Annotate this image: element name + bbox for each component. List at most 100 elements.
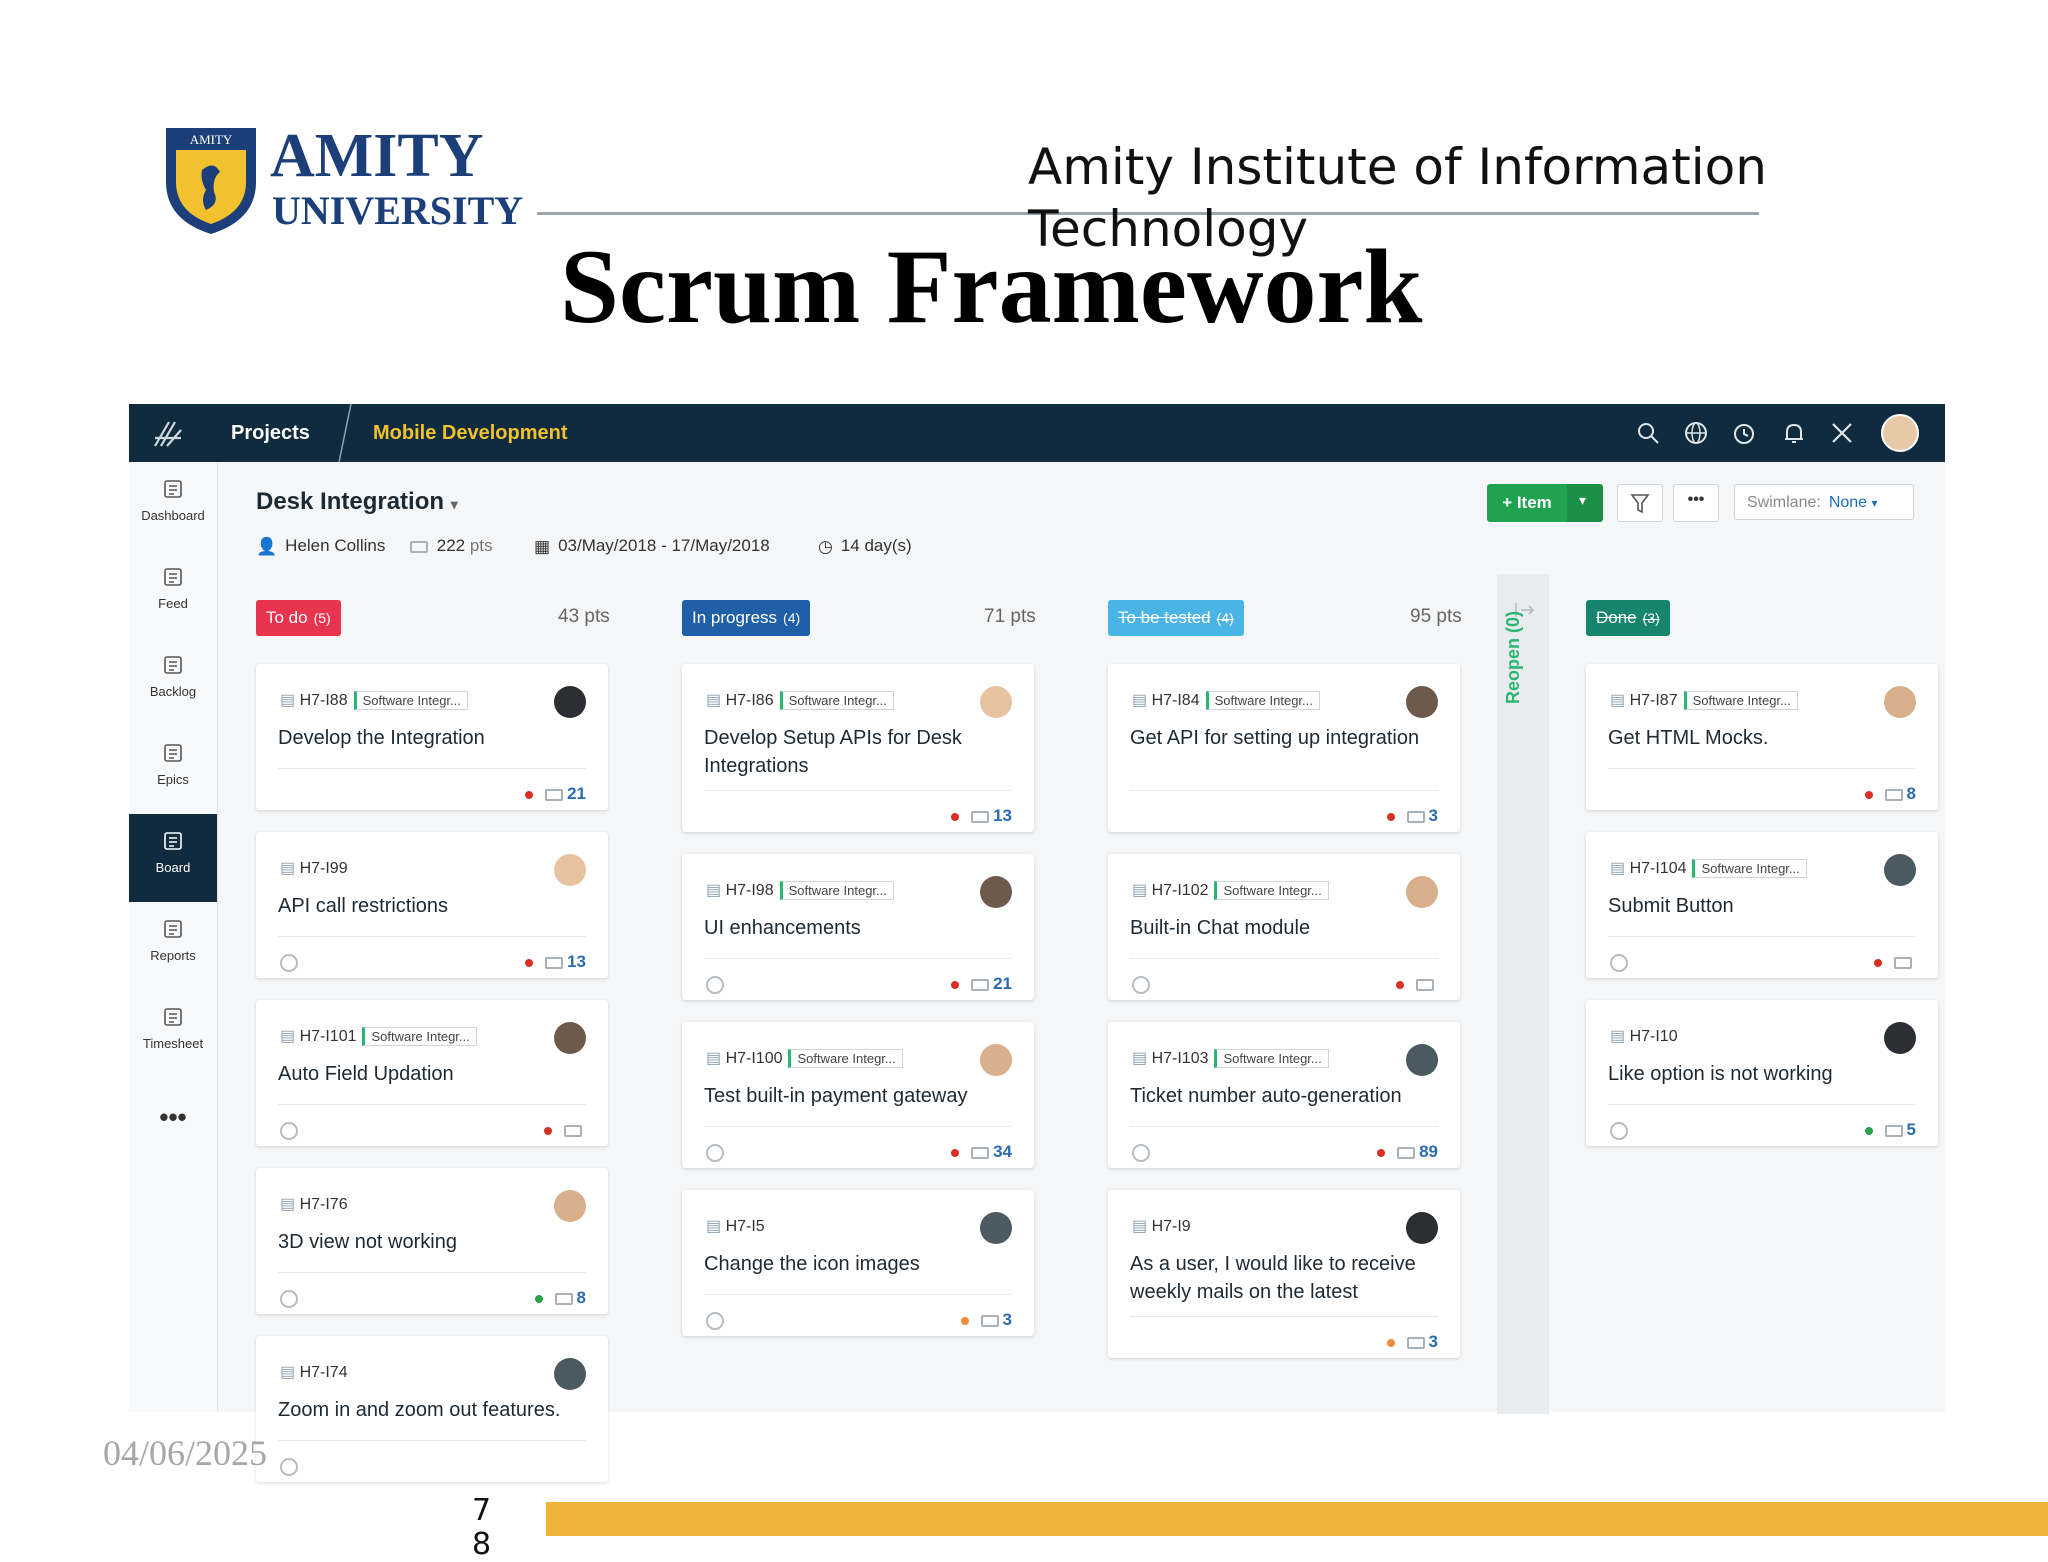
task-id[interactable]: H7-I88 [299, 692, 348, 709]
column-header-todo[interactable]: To do(5) [256, 600, 341, 636]
task-title[interactable]: UI enhancements [704, 917, 861, 939]
assignee-avatar[interactable] [554, 1190, 586, 1222]
task-tag[interactable]: Software Integr... [1205, 691, 1320, 711]
task-title[interactable]: 3D view not working [278, 1231, 457, 1253]
globe-icon[interactable] [1683, 420, 1709, 446]
reopen-lane[interactable] [1497, 574, 1549, 1414]
sidebar-item-timesheet[interactable]: Timesheet [129, 990, 217, 1078]
task-id[interactable]: H7-I101 [299, 1028, 357, 1045]
task-id[interactable]: H7-I102 [1151, 882, 1209, 899]
breadcrumb-project[interactable]: Mobile Development [373, 422, 568, 444]
task-tag[interactable]: Software Integr... [362, 1027, 477, 1047]
task-id[interactable]: H7-I10 [1629, 1028, 1678, 1045]
task-title[interactable]: Submit Button [1608, 895, 1734, 917]
assignee-avatar[interactable] [1884, 686, 1916, 718]
task-tag[interactable]: Software Integr... [779, 881, 894, 901]
task-id[interactable]: H7-I87 [1629, 692, 1678, 709]
assignee-avatar[interactable] [1884, 1022, 1916, 1054]
sidebar-item-feed[interactable]: Feed [129, 550, 217, 638]
app-logo-icon[interactable] [151, 416, 187, 452]
timer-icon[interactable] [1731, 420, 1757, 446]
sidebar-item-dashboard[interactable]: Dashboard [129, 462, 217, 550]
swimlane-select[interactable]: Swimlane:None ▾ [1734, 484, 1914, 520]
assignee-avatar[interactable] [1406, 876, 1438, 908]
task-tag[interactable]: Software Integr... [1214, 1049, 1329, 1069]
sidebar-more-button[interactable]: ••• [159, 1102, 187, 1132]
task-title[interactable]: Like option is not working [1608, 1063, 1833, 1085]
tools-icon[interactable] [1829, 420, 1855, 446]
task-title[interactable]: Zoom in and zoom out features. [278, 1399, 561, 1421]
task-tag[interactable]: Software Integr... [788, 1049, 903, 1069]
sidebar-item-epics[interactable]: Epics [129, 726, 217, 814]
timer-icon[interactable] [706, 1312, 724, 1330]
assignee-avatar[interactable] [980, 686, 1012, 718]
assignee-avatar[interactable] [1406, 686, 1438, 718]
task-id[interactable]: H7-I98 [725, 882, 774, 899]
timer-icon[interactable] [1132, 976, 1150, 994]
column-header-progress[interactable]: In progress(4) [682, 600, 811, 636]
timer-icon[interactable] [1610, 1122, 1628, 1140]
chevron-down-icon[interactable]: ▾ [450, 496, 458, 512]
filter-button[interactable] [1617, 484, 1663, 522]
add-item-dropdown[interactable]: ▾ [1567, 484, 1603, 522]
task-id[interactable]: H7-I99 [299, 860, 348, 877]
task-tag[interactable]: Software Integr... [1692, 859, 1807, 879]
timer-icon[interactable] [1610, 954, 1628, 972]
task-title[interactable]: Get HTML Mocks. [1608, 727, 1769, 749]
assignee-avatar[interactable] [554, 1022, 586, 1054]
task-title[interactable]: Develop Setup APIs for Desk Integrations [704, 727, 962, 777]
assignee-avatar[interactable] [554, 1358, 586, 1390]
timer-icon[interactable] [1132, 1144, 1150, 1162]
assignee-avatar[interactable] [1406, 1044, 1438, 1076]
assignee-avatar[interactable] [554, 686, 586, 718]
sidebar-item-board[interactable]: Board [129, 814, 217, 902]
task-title[interactable]: Ticket number auto-generation [1130, 1085, 1402, 1107]
task-id[interactable]: H7-I86 [725, 692, 774, 709]
task-tag[interactable]: Software Integr... [1214, 881, 1329, 901]
assignee-avatar[interactable] [980, 1044, 1012, 1076]
task-id[interactable]: H7-I103 [1151, 1050, 1209, 1067]
timer-icon[interactable] [706, 1144, 724, 1162]
task-title[interactable]: Test built-in payment gateway [704, 1085, 968, 1107]
task-id[interactable]: H7-I76 [299, 1196, 348, 1213]
timer-icon[interactable] [706, 976, 724, 994]
column-header-done[interactable]: Done(3) [1586, 600, 1670, 636]
assignee-avatar[interactable] [1406, 1212, 1438, 1244]
sidebar-item-reports[interactable]: Reports [129, 902, 217, 990]
task-tag[interactable]: Software Integr... [1683, 691, 1798, 711]
projects-link[interactable]: Projects [231, 422, 310, 444]
assignee-avatar[interactable] [1884, 854, 1916, 886]
more-button[interactable]: ••• [1673, 484, 1719, 522]
task-id[interactable]: H7-I104 [1629, 860, 1687, 877]
task-id[interactable]: H7-I5 [725, 1218, 765, 1235]
task-tag[interactable]: Software Integr... [779, 691, 894, 711]
sidebar-item-backlog[interactable]: Backlog [129, 638, 217, 726]
task-title[interactable]: Built-in Chat module [1130, 917, 1311, 939]
task-title[interactable]: As a user, I would like to receive weekl… [1130, 1253, 1416, 1303]
task-id[interactable]: H7-I100 [725, 1050, 783, 1067]
task-title[interactable]: Change the icon images [704, 1253, 920, 1275]
assignee-avatar[interactable] [980, 1212, 1012, 1244]
project-title[interactable]: Desk Integration ▾ [256, 488, 458, 515]
column-header-tested[interactable]: To be tested(4) [1108, 600, 1244, 636]
assignee-avatar[interactable] [980, 876, 1012, 908]
task-id[interactable]: H7-I9 [1151, 1218, 1191, 1235]
timer-icon[interactable] [280, 1122, 298, 1140]
timer-icon[interactable] [280, 1290, 298, 1308]
timer-icon[interactable] [280, 1458, 298, 1476]
task-title[interactable]: Get API for setting up integration [1130, 727, 1420, 749]
user-avatar[interactable] [1881, 414, 1919, 452]
